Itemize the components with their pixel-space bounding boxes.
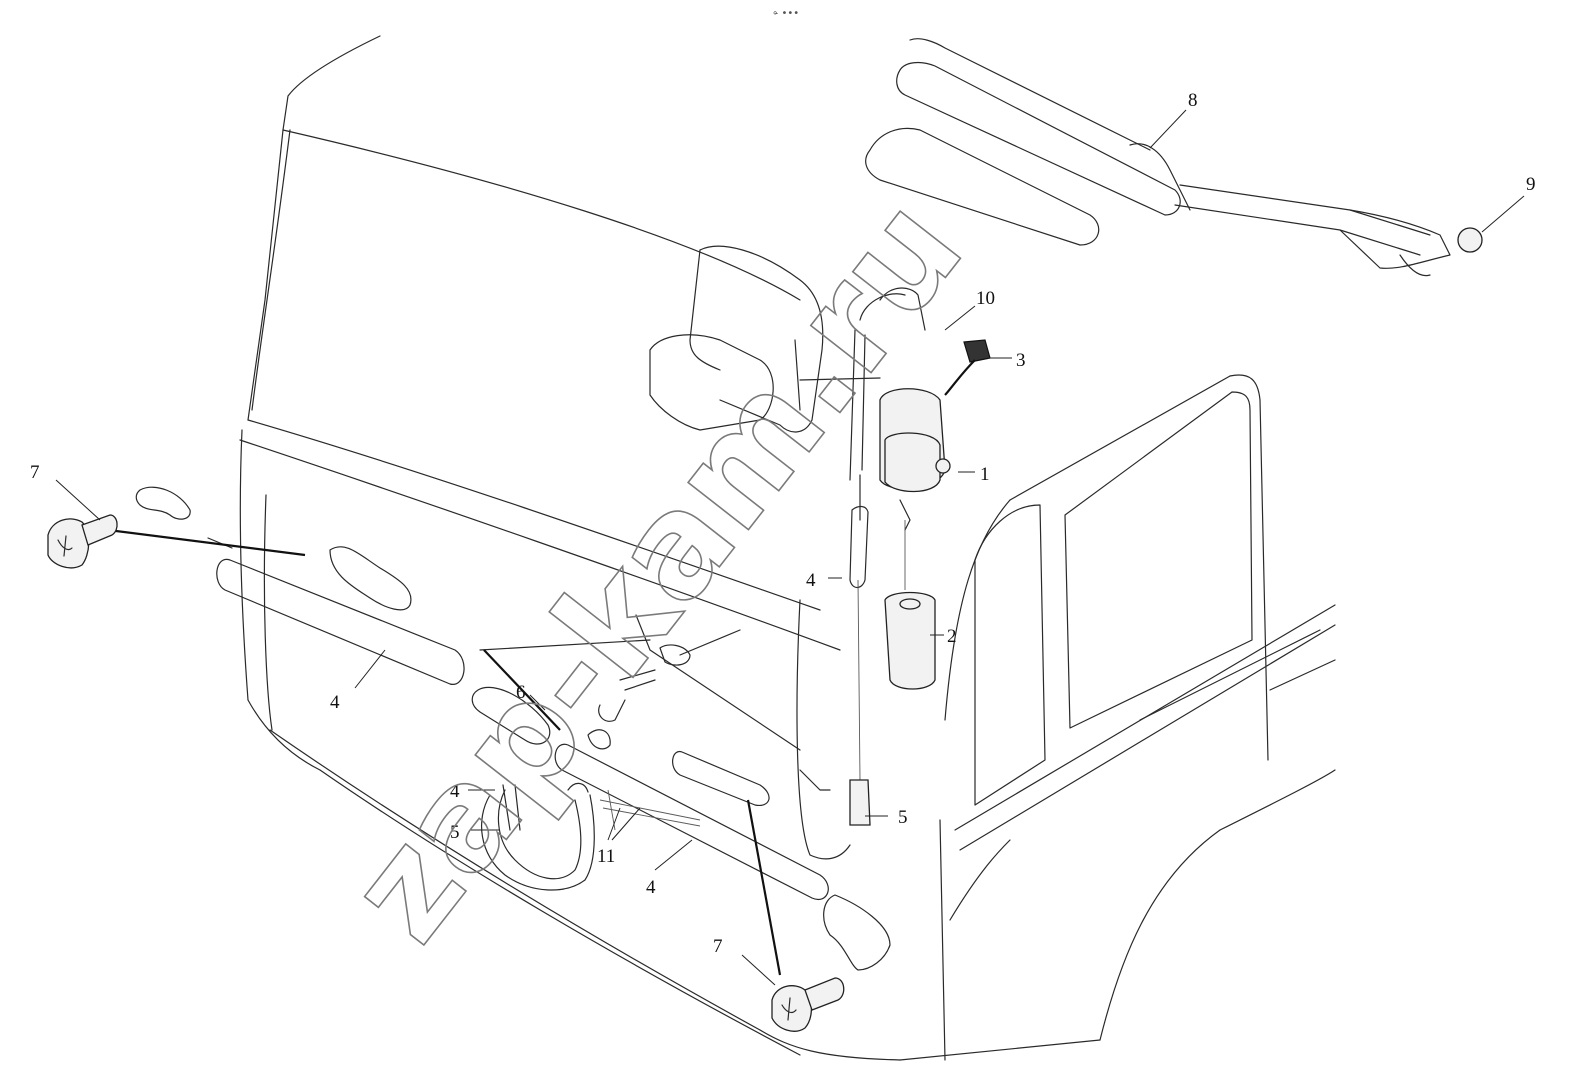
grommet-2 bbox=[884, 591, 936, 690]
nozzle-7-left bbox=[47, 514, 118, 569]
nozzle-7-bottom bbox=[771, 977, 845, 1032]
label-4-bottom: 4 bbox=[646, 877, 656, 898]
label-9: 9 bbox=[1526, 174, 1536, 195]
top-mark: ∘̵ ••• bbox=[772, 8, 799, 19]
label-2: 2 bbox=[947, 626, 957, 647]
label-7-left: 7 bbox=[30, 462, 40, 483]
callout-labels: 1 2 3 4 4 4 4 5 5 6 7 7 8 9 10 11 bbox=[30, 90, 1536, 957]
hoses bbox=[107, 474, 871, 976]
label-4-center: 4 bbox=[806, 570, 816, 591]
label-6: 6 bbox=[516, 682, 526, 703]
label-11: 11 bbox=[597, 846, 615, 867]
mirror bbox=[649, 245, 824, 433]
pump-fitting-1 bbox=[935, 458, 951, 474]
label-5-left: 5 bbox=[450, 822, 460, 843]
wiper-assembly bbox=[865, 38, 1483, 277]
label-1: 1 bbox=[980, 464, 990, 485]
label-3: 3 bbox=[1016, 350, 1026, 371]
washer-reservoir bbox=[799, 287, 991, 690]
label-4-left: 4 bbox=[330, 692, 340, 713]
wiper-nozzle-9 bbox=[1457, 227, 1483, 253]
label-5-right: 5 bbox=[898, 807, 908, 828]
callout-leaders bbox=[55, 109, 1525, 986]
watermark: zap-kam.ru bbox=[318, 170, 994, 971]
cab-outline bbox=[239, 35, 1336, 1061]
label-7-bottom: 7 bbox=[713, 936, 723, 957]
label-4-hose: 4 bbox=[450, 781, 460, 802]
label-10: 10 bbox=[976, 288, 995, 309]
washer-nozzles bbox=[47, 514, 845, 1032]
hose-connector-5-right bbox=[849, 779, 871, 826]
label-8: 8 bbox=[1188, 90, 1198, 111]
connector-3 bbox=[963, 339, 991, 363]
